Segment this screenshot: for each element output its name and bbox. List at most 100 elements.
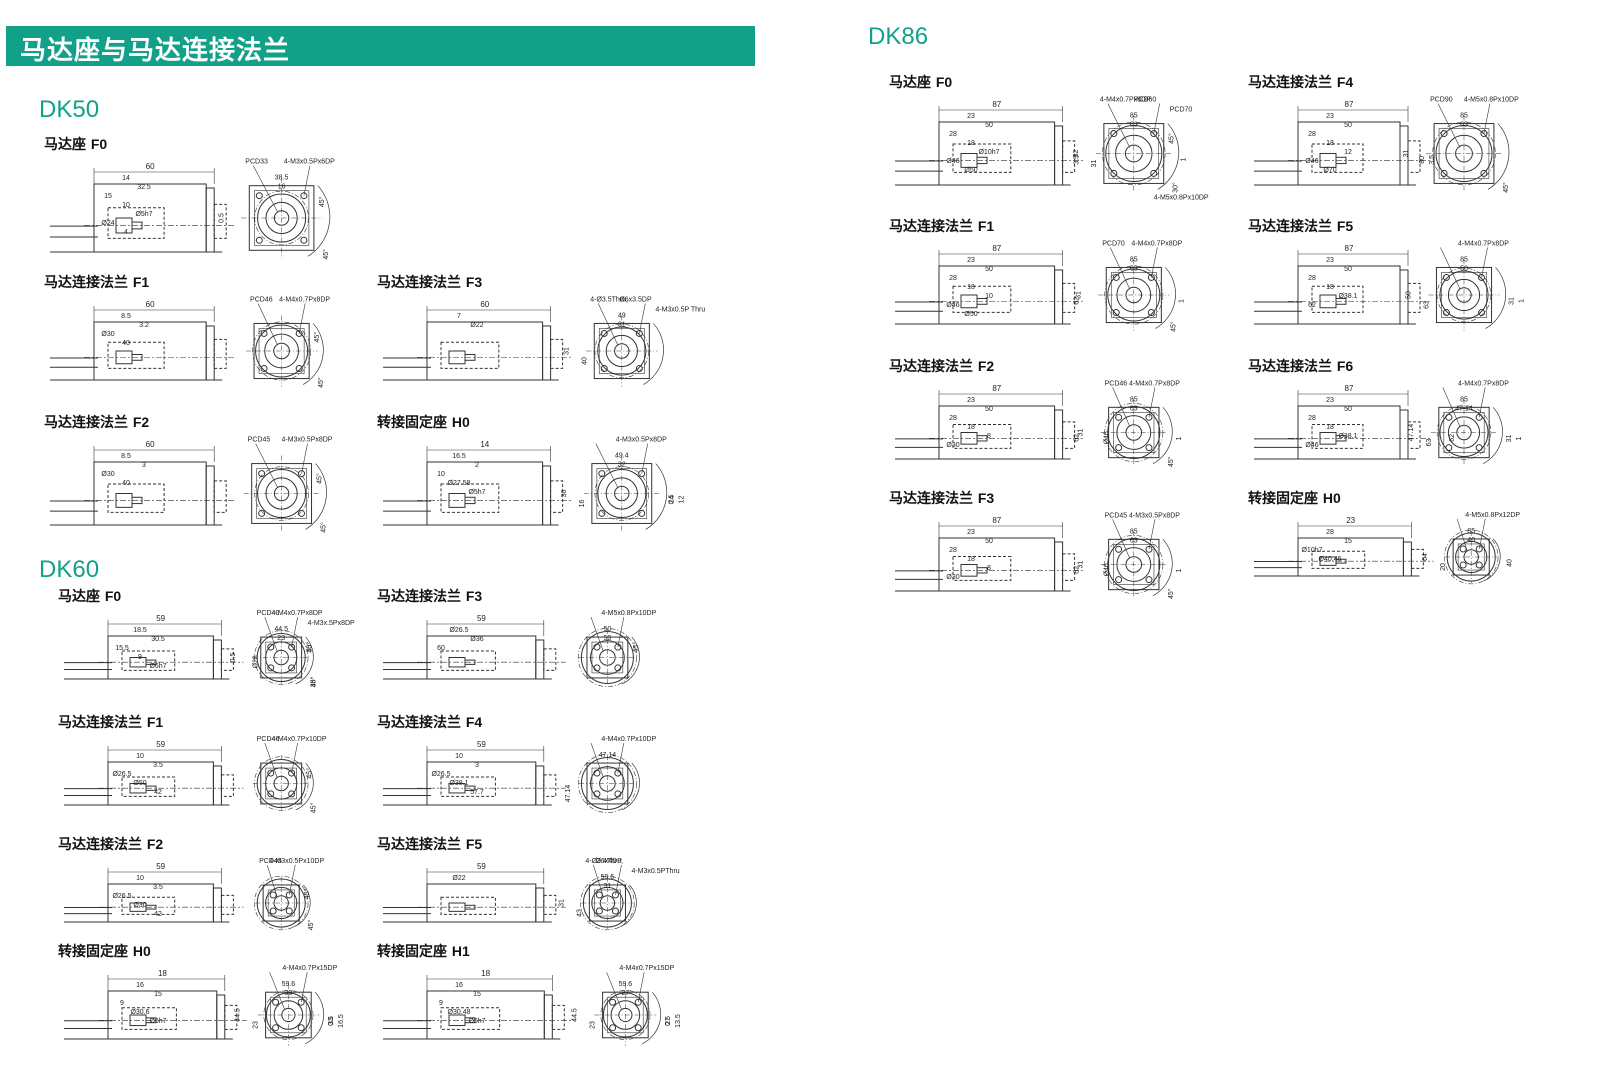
dimension-label: 18 xyxy=(1326,284,1334,291)
technical-drawing: 59Ø224-Ø3.4Thru,Ø6x4DP4-M3x0.5PThru59.63… xyxy=(383,858,680,931)
panel-title: 马达连接法兰 F1 xyxy=(44,272,149,292)
dimension-label: Ø28 xyxy=(252,655,259,668)
dimension-label: 85 xyxy=(1130,528,1138,535)
panel-label: 马达连接法兰 xyxy=(377,275,461,291)
dimension-label: 59 xyxy=(477,740,486,749)
panel-title: 转接固定座 H1 xyxy=(377,941,470,961)
dimension-label: 2 xyxy=(475,462,479,469)
dimension-label: 45° xyxy=(310,676,318,687)
dimension-label: 3.5 xyxy=(1429,155,1436,165)
dimension-label: 59.6 xyxy=(601,874,615,881)
dimension-label: 59.6 xyxy=(282,981,296,988)
dimension-label: Ø36 xyxy=(470,636,483,643)
technical-drawing: 59103.5Ø26.5Ø5042PCD464-M4x0.7Px10DP45°4… xyxy=(64,736,327,813)
callout-note: Ø6x4DP xyxy=(595,858,622,865)
dimension-label: 30.5 xyxy=(151,636,165,643)
side-view xyxy=(383,868,566,923)
dimension-label: 45° xyxy=(307,920,315,931)
panel-label: 马达连接法兰 xyxy=(889,491,973,507)
callout-note: 4-M5x0.8Px10DP xyxy=(601,610,656,617)
front-view xyxy=(254,864,311,931)
dimension-label: Ø30 xyxy=(946,574,959,581)
dimension-label: Ø30 xyxy=(133,902,146,909)
dimension-label: 31 xyxy=(618,321,626,328)
dimension-label: Ø46 xyxy=(1305,442,1318,449)
callout-note: PCD45 xyxy=(1105,512,1128,519)
dimension-label: 85 xyxy=(1460,113,1468,120)
dimension-label: 40 xyxy=(122,480,130,487)
panel-code: H0 xyxy=(132,943,151,959)
dimension-label: 18 xyxy=(1326,140,1334,147)
callout-note: 4-M3x0.5Px8DP xyxy=(1129,512,1180,519)
front-view xyxy=(1444,518,1501,585)
dimension-label: 50 xyxy=(985,122,993,129)
dimension-label: 10 xyxy=(122,202,130,209)
dimension-label: 3 xyxy=(142,462,146,469)
dimension-label: Ø10h7 xyxy=(978,149,999,156)
dimension-label: 33 xyxy=(328,1017,335,1025)
panel-label: 马达连接法兰 xyxy=(58,837,142,853)
dimension-label: 30° xyxy=(310,676,318,687)
panel-title: 马达连接法兰 F2 xyxy=(58,834,163,854)
side-view xyxy=(383,620,566,680)
dimension-label: 40 xyxy=(1467,537,1475,544)
side-view xyxy=(64,868,244,923)
dimension-label: 31 xyxy=(1078,561,1085,569)
panel-title: 马达连接法兰 F2 xyxy=(889,356,994,376)
dimension-label: Ø22 xyxy=(452,875,465,882)
dimension-label: 49 xyxy=(618,312,626,319)
callout-note: Ø6x3.5DP xyxy=(619,296,652,303)
dimension-label: 10 xyxy=(136,753,144,760)
front-view xyxy=(594,972,662,1046)
technical-drawing: 8723502818Ø10h7Ø46Ø503.54-M4x0.7Px8DPPCD… xyxy=(895,97,1209,201)
dimension-label: 1 xyxy=(1176,436,1183,440)
dimension-label: 31 xyxy=(1078,429,1085,437)
callout-note: PCD90 xyxy=(1430,97,1453,104)
dimension-label: 42 xyxy=(154,789,162,796)
dimension-label: Ø50 xyxy=(964,311,977,318)
dimension-label: 60 xyxy=(146,300,155,309)
side-view xyxy=(64,975,247,1040)
dimension-label: Ø26.5 xyxy=(112,893,131,900)
panel-title: 马达连接法兰 F3 xyxy=(377,272,482,292)
callout-note: PCD46 xyxy=(257,736,280,743)
front-view xyxy=(243,443,327,532)
front-view xyxy=(1095,103,1180,192)
front-view xyxy=(1098,247,1176,331)
panel-title: 转接固定座 H0 xyxy=(377,412,470,432)
dimension-label: 33 xyxy=(285,990,293,997)
dimension-label: 10 xyxy=(985,293,993,300)
dimension-label: 63 xyxy=(1130,537,1138,544)
dimension-label: 47.14 xyxy=(1408,424,1415,442)
dimension-label: 50 xyxy=(604,626,612,633)
callout-note: 4-M3x.5Px8DP xyxy=(308,620,355,627)
section-title-dk86: DK86 xyxy=(868,23,929,50)
dimension-label: Ø40.46 xyxy=(1319,556,1342,563)
dimension-label: 31 xyxy=(563,347,570,355)
front-view xyxy=(586,303,664,387)
dimension-label: 49.4 xyxy=(615,453,629,460)
callout-note: PCD40 xyxy=(257,610,280,617)
front-view xyxy=(1430,387,1503,466)
dimension-label: Ø70 xyxy=(1323,167,1336,174)
technical-drawing: 59103Ø26.5Ø38.157.74-M4x0.7Px10DP47.1447… xyxy=(383,736,657,813)
dimension-label: 62 xyxy=(1308,302,1316,309)
dimension-label: 85 xyxy=(1460,396,1468,403)
side-view xyxy=(895,250,1085,325)
dimension-label: 31 xyxy=(1403,150,1410,158)
dimension-label: 0.5 xyxy=(230,653,237,663)
dimension-label: 18 xyxy=(1326,424,1334,431)
technical-drawing: 8723502818Ø38.1624-M4x0.7Px8DP8550506331… xyxy=(1254,240,1526,331)
side-view xyxy=(50,446,237,526)
panel-code: F2 xyxy=(977,358,995,374)
callout-note: 4-M5x0.8Px10DP xyxy=(1464,97,1519,104)
